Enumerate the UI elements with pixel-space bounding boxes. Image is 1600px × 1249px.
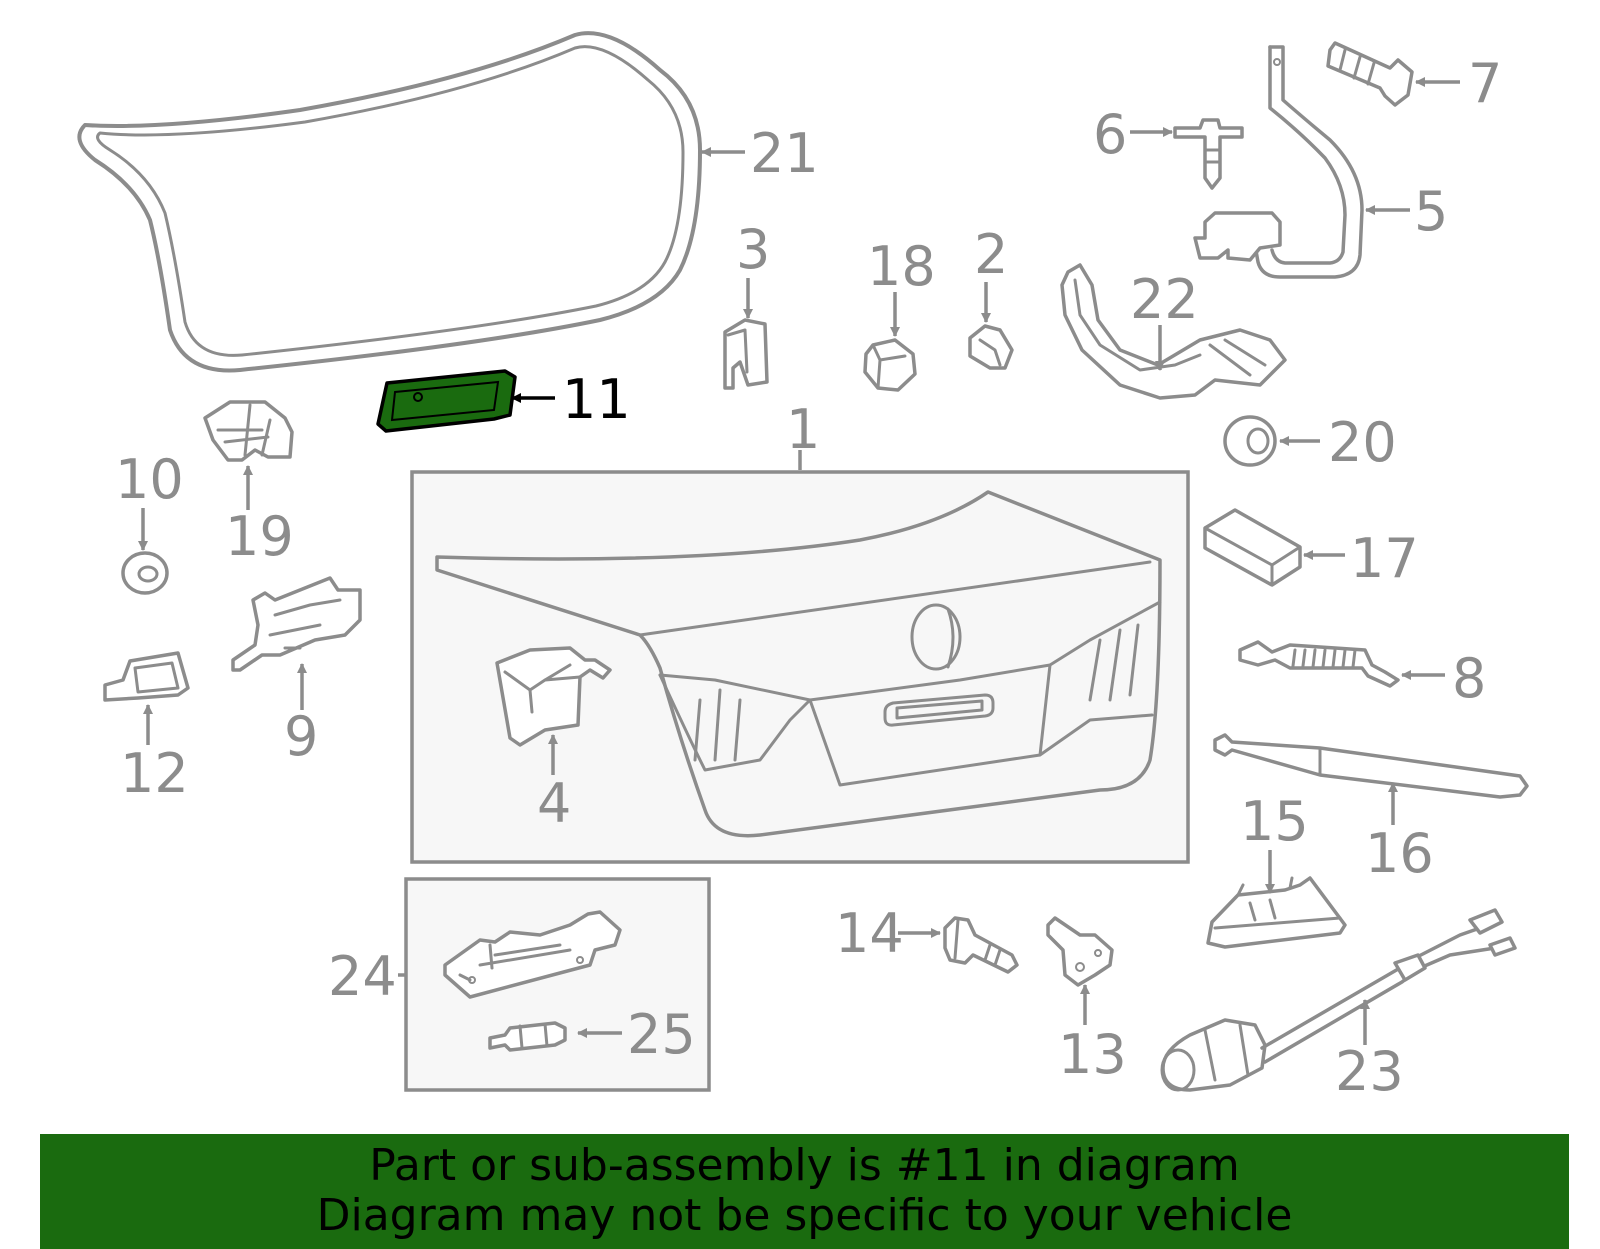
callout-9: 9 (284, 663, 318, 768)
part-16-strut (1213, 733, 1529, 799)
label-16: 16 (1365, 822, 1434, 885)
callout-24: 24 (328, 945, 406, 1008)
part-1-trunk-lid-box (410, 450, 1190, 864)
callout-21: 21 (701, 122, 819, 185)
label-6: 6 (1093, 103, 1127, 166)
callout-18: 18 (867, 235, 936, 337)
label-4: 4 (537, 772, 571, 835)
callout-7: 7 (1415, 52, 1502, 115)
callout-16: 16 (1365, 782, 1434, 885)
callout-8: 8 (1401, 647, 1486, 710)
part-8-spring (1238, 640, 1400, 688)
label-8: 8 (1452, 647, 1486, 710)
callout-14: 14 (835, 902, 941, 965)
part-22-hinge (1060, 263, 1287, 400)
callout-3: 3 (736, 218, 770, 319)
callout-15: 15 (1240, 790, 1309, 894)
callout-22: 22 (1130, 268, 1199, 371)
label-13: 13 (1058, 1023, 1127, 1086)
label-2: 2 (974, 223, 1008, 286)
part-15-lamp (1206, 876, 1347, 949)
label-23: 23 (1335, 1040, 1404, 1103)
banner-line-1: Part or sub-assembly is #11 in diagram (369, 1140, 1240, 1191)
callout-5: 5 (1365, 180, 1448, 243)
part-5-rod (1193, 45, 1364, 279)
callout-2: 2 (974, 223, 1008, 323)
part-23-camera (1160, 908, 1517, 1092)
part-2-cap (968, 324, 1014, 370)
label-19: 19 (225, 505, 294, 568)
callout-6: 6 (1093, 103, 1173, 166)
label-11: 11 (562, 368, 631, 431)
label-7: 7 (1468, 52, 1502, 115)
label-14: 14 (835, 902, 904, 965)
part-17-block (1203, 508, 1302, 587)
label-15: 15 (1240, 790, 1309, 853)
part-18-nut (863, 338, 917, 392)
label-17: 17 (1350, 527, 1419, 590)
callout-17: 17 (1303, 527, 1419, 590)
part-12 (103, 651, 190, 702)
part-6-clip (1173, 118, 1244, 190)
part-14-bolt (943, 916, 1019, 974)
callout-20: 20 (1279, 411, 1397, 474)
label-25: 25 (627, 1003, 696, 1066)
label-5: 5 (1414, 180, 1448, 243)
callout-25: 25 (577, 1003, 696, 1066)
part-9-latch (231, 576, 362, 672)
info-banner: Part or sub-assembly is #11 in diagram D… (40, 1134, 1569, 1249)
callout-4: 4 (537, 734, 571, 835)
part-20-grommet (1223, 415, 1277, 467)
label-22: 22 (1130, 268, 1199, 331)
callout-1: 1 (786, 398, 820, 461)
label-24: 24 (328, 945, 397, 1008)
part-19 (203, 400, 294, 462)
callout-23: 23 (1335, 999, 1404, 1103)
part-21-weatherstrip (77, 31, 702, 373)
label-1: 1 (786, 398, 820, 461)
part-7-bolt (1326, 41, 1414, 107)
part-13 (1046, 916, 1114, 987)
callout-19: 19 (225, 465, 294, 568)
part-24-25-box (404, 877, 711, 1092)
label-18: 18 (867, 235, 936, 298)
callout-13: 13 (1058, 984, 1127, 1086)
part-10-grommet (121, 551, 169, 595)
callout-12: 12 (120, 704, 189, 805)
label-12: 12 (120, 742, 189, 805)
label-20: 20 (1328, 411, 1397, 474)
label-9: 9 (284, 705, 318, 768)
callout-11: 11 (511, 368, 631, 431)
label-21: 21 (750, 122, 819, 185)
label-10: 10 (115, 448, 184, 511)
banner-line-2: Diagram may not be specific to your vehi… (316, 1190, 1293, 1241)
part-3-clip (723, 318, 769, 390)
label-3: 3 (736, 218, 770, 281)
callout-10: 10 (115, 448, 184, 551)
part-11-highlighted[interactable] (376, 369, 517, 433)
